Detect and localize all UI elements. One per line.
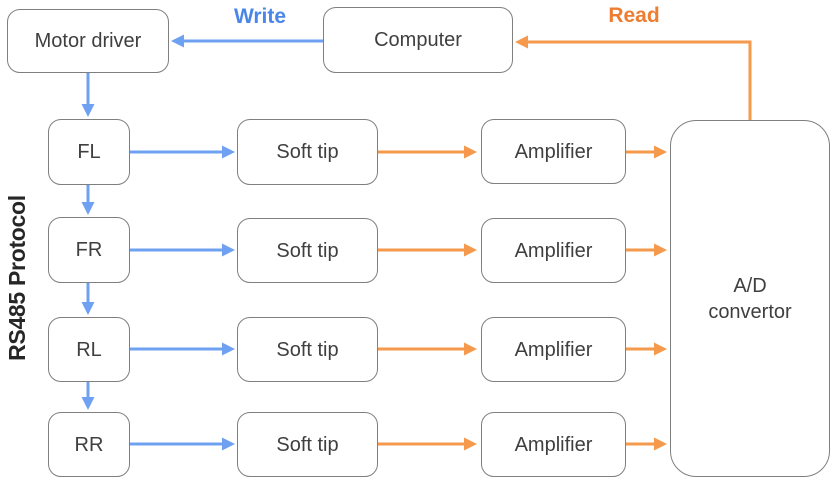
arrow-ad-to-computer: [515, 35, 752, 120]
wheel-box-rl: RL: [48, 317, 130, 382]
motor-driver-box: Motor driver: [7, 9, 169, 73]
ad-convertor-line1: A/D: [733, 274, 767, 297]
amplifier-box-3: Amplifier: [481, 317, 626, 382]
wheel-box-fl: FL: [48, 119, 130, 185]
amplifier-box-4: Amplifier: [481, 412, 626, 477]
rs485-protocol-label: RS485 Protocol: [4, 195, 30, 361]
computer-box: Computer: [323, 7, 513, 73]
soft-tip-box-4: Soft tip: [237, 412, 378, 477]
soft-tip-box-3: Soft tip: [237, 317, 378, 382]
ad-convertor-box: A/D convertor: [670, 120, 830, 477]
read-edge-label: Read: [608, 4, 660, 27]
amplifier-box-2: Amplifier: [481, 218, 626, 283]
ad-convertor-line2: convertor: [708, 300, 792, 323]
amplifier-box-1: Amplifier: [481, 119, 626, 184]
wheel-box-rr: RR: [48, 412, 130, 477]
soft-tip-box-2: Soft tip: [237, 218, 378, 283]
soft-tip-box-1: Soft tip: [237, 119, 378, 185]
write-edge-label: Write: [233, 5, 287, 28]
wheel-box-fr: FR: [48, 217, 130, 283]
